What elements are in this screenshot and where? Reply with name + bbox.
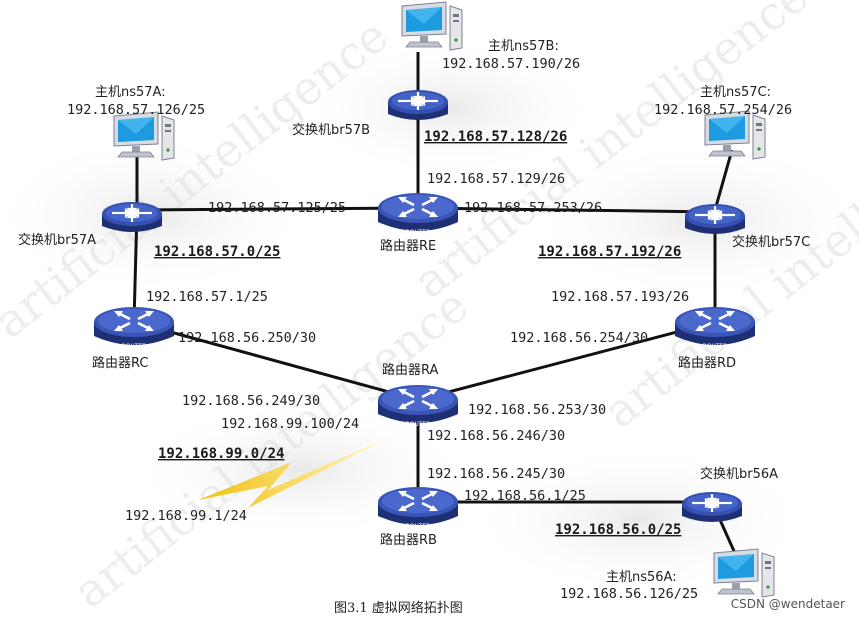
switch-br57b-icon[interactable] <box>386 88 450 122</box>
router-rc-icon[interactable]: ROUTER <box>92 305 176 350</box>
router-ra-icon[interactable]: ROUTER <box>376 383 460 428</box>
background-clouds <box>0 38 859 595</box>
figure-caption: 图3.1 虚拟网络拓扑图 <box>334 600 463 616</box>
ip-rd-up: 192.168.57.193/26 <box>551 289 689 305</box>
ip-re-right: 192.168.57.253/26 <box>464 200 602 216</box>
link-host57c-br57c <box>713 149 734 211</box>
router-rd-label: 路由器RD <box>678 355 736 371</box>
link-rc-ra <box>133 320 419 402</box>
router-ra-label: 路由器RA <box>382 362 439 378</box>
switch-br57c-label: 交换机br57C <box>732 234 810 250</box>
network-192-label: 192.168.57.192/26 <box>538 244 681 260</box>
svg-text:ROUTER: ROUTER <box>703 343 728 350</box>
link-re-br57c <box>417 206 716 214</box>
credit-label: CSDN @wendetaer <box>730 597 845 611</box>
router-rb-icon[interactable]: ROUTER <box>376 485 460 530</box>
ip-ra-down: 192.168.56.246/30 <box>427 428 565 444</box>
ip-rb-up: 192.168.56.245/30 <box>427 466 565 482</box>
switch-br56a-label: 交换机br56A <box>700 466 778 482</box>
router-re-label: 路由器RE <box>380 238 436 254</box>
switch-br57a-icon[interactable] <box>100 200 164 234</box>
host-ns57c-name: 主机ns57C: <box>700 85 771 100</box>
switch-br57a-label: 交换机br57A <box>18 232 96 248</box>
svg-text:ROUTER: ROUTER <box>406 523 431 530</box>
host-ns56a-ip: 192.168.56.126/25 <box>560 586 698 602</box>
link-br57a-re <box>136 206 419 212</box>
ip-ra-right: 192.168.56.253/30 <box>468 402 606 418</box>
host-ns57b-ip: 192.168.57.190/26 <box>442 56 580 72</box>
router-rd-icon[interactable]: ROUTER <box>673 305 757 350</box>
ip-re-up: 192.168.57.129/26 <box>427 171 565 187</box>
host-ns57c-ip: 192.168.57.254/26 <box>654 102 792 118</box>
host-ns57a-name: 主机ns57A: <box>95 85 166 100</box>
host-ns57b-icon[interactable] <box>401 1 463 51</box>
svg-text:ROUTER: ROUTER <box>406 229 431 236</box>
router-rb-label: 路由器RB <box>380 532 437 548</box>
network-0-label: 192.168.57.0/25 <box>154 244 280 260</box>
host-ns56a-icon[interactable] <box>713 548 775 598</box>
switch-br57c-icon[interactable] <box>683 202 747 236</box>
host-ns57c-icon[interactable] <box>704 110 766 160</box>
ip-rc-up: 192.168.57.1/25 <box>146 289 268 305</box>
svg-text:ROUTER: ROUTER <box>406 421 431 428</box>
ip-rb-right: 192.168.56.1/25 <box>464 488 586 504</box>
ip-re-left: 192.168.57.125/25 <box>208 200 346 216</box>
serial-link-lightning <box>198 438 388 508</box>
ip-ra-left: 192.168.56.249/30 <box>182 393 320 409</box>
ip-serial-far: 192.168.99.1/24 <box>125 508 247 524</box>
host-ns57b-name: 主机ns57B: <box>488 39 559 54</box>
network-99-label: 192.168.99.0/24 <box>158 446 284 462</box>
router-rc-label: 路由器RC <box>92 355 148 371</box>
host-ns56a-name: 主机ns56A: <box>606 570 677 585</box>
ip-rd-left: 192.168.56.254/30 <box>510 330 648 346</box>
ip-ra-serial: 192.168.99.100/24 <box>221 416 359 432</box>
switch-br57b-label: 交换机br57B <box>292 122 370 138</box>
host-ns57a-ip: 192.168.57.126/25 <box>67 102 205 118</box>
network-56-label: 192.168.56.0/25 <box>555 522 681 538</box>
host-ns57a-icon[interactable] <box>113 111 175 161</box>
svg-text:ROUTER: ROUTER <box>122 343 147 350</box>
switch-br56a-icon[interactable] <box>680 490 744 524</box>
ip-rc-right: 192.168.56.250/30 <box>178 330 316 346</box>
network-128-label: 192.168.57.128/26 <box>424 129 567 145</box>
router-re-icon[interactable]: ROUTER <box>376 191 460 236</box>
link-rd-ra <box>417 320 716 402</box>
